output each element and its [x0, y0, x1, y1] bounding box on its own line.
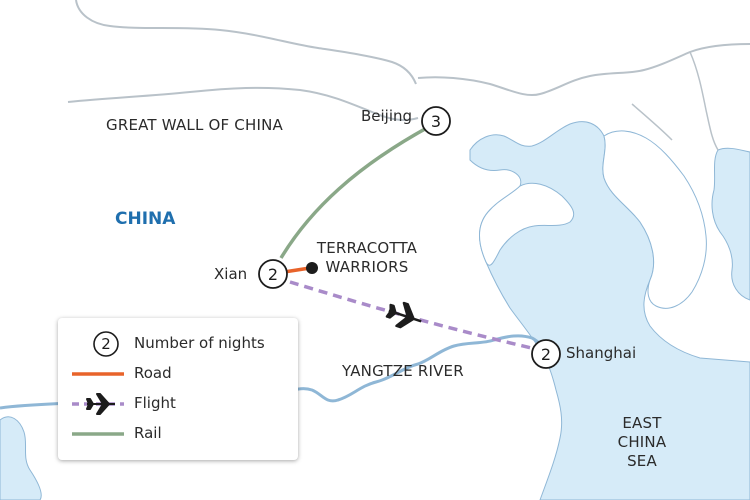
city-badge-shanghai: 2 — [531, 339, 561, 369]
border-line-1 — [75, 0, 417, 85]
western-sea-bay — [0, 416, 42, 500]
legend-rail-symbol — [70, 420, 126, 448]
korea-peninsula — [602, 130, 707, 309]
terracotta-line-1: TERRACOTTA — [316, 239, 418, 257]
legend-flight-symbol — [70, 390, 126, 418]
east-china-sea-label: EAST CHINA SEA — [610, 414, 674, 471]
china-label: CHINA — [115, 209, 176, 229]
xian-nights: 2 — [268, 265, 278, 284]
terracotta-marker — [306, 262, 318, 274]
sea-line-1: EAST — [622, 414, 662, 432]
sea-line-3: SEA — [627, 452, 657, 470]
legend-rail-label: Rail — [134, 424, 162, 442]
sea-line-2: CHINA — [617, 433, 667, 451]
map-legend: 2 Number of nights Road Flight — [58, 318, 298, 460]
border-line-4 — [689, 51, 719, 151]
beijing-nights: 3 — [431, 112, 441, 131]
beijing-label: Beijing — [361, 107, 413, 125]
legend-road-label: Road — [134, 364, 172, 382]
rail-route-xian-beijing — [279, 122, 435, 259]
great-wall-label: GREAT WALL OF CHINA — [106, 116, 283, 134]
border-line-3 — [417, 43, 750, 96]
legend-nights-symbol: 2 — [70, 330, 126, 358]
xian-label: Xian — [214, 265, 248, 283]
legend-flight: Flight — [58, 390, 298, 418]
terracotta-warriors-label: TERRACOTTA WARRIORS — [312, 239, 422, 277]
legend-airplane-icon — [86, 393, 115, 415]
legend-nights-label: Number of nights — [134, 334, 265, 352]
sea-of-japan — [711, 147, 750, 301]
border-line-5 — [631, 103, 673, 141]
city-badge-xian: 2 — [258, 259, 288, 289]
shanghai-label: Shanghai — [566, 344, 637, 362]
legend-rail: Rail — [58, 420, 298, 448]
shandong-peninsula — [479, 182, 575, 266]
road-route-xian-terracotta — [283, 266, 311, 274]
legend-nights: 2 Number of nights — [58, 330, 298, 358]
shanghai-nights: 2 — [541, 345, 551, 364]
legend-flight-label: Flight — [134, 394, 176, 412]
legend-road-symbol — [70, 360, 126, 388]
yangtze-river-label: YANGTZE RIVER — [342, 362, 464, 380]
legend-nights-badge: 2 — [101, 335, 111, 353]
legend-road: Road — [58, 360, 298, 388]
terracotta-line-2: WARRIORS — [325, 258, 409, 276]
border-line-2 — [67, 86, 419, 121]
city-badge-beijing: 3 — [421, 106, 451, 136]
airplane-icon — [385, 301, 422, 329]
